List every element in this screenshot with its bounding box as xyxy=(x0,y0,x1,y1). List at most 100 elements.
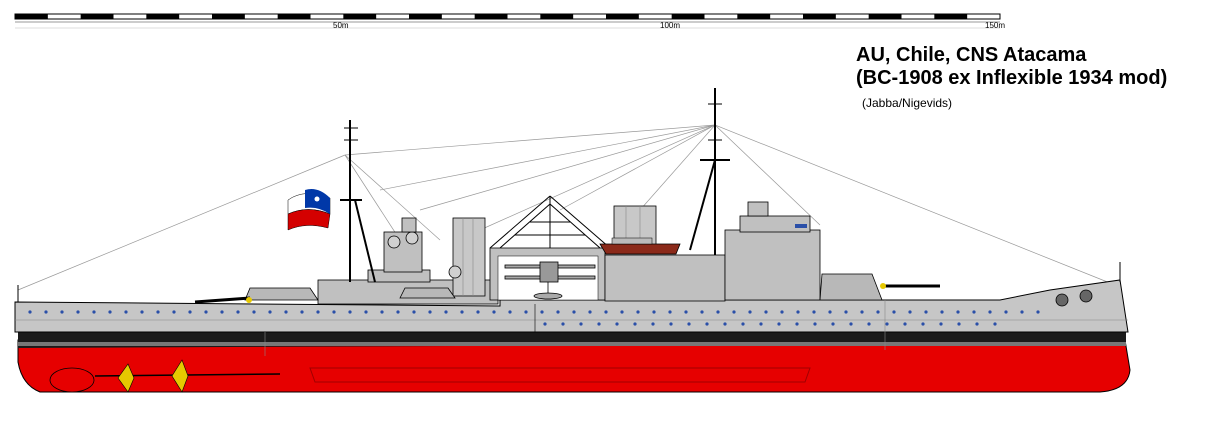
porthole xyxy=(759,322,763,326)
scale-segment xyxy=(212,14,245,19)
hull-lower-red xyxy=(17,339,1131,393)
porthole xyxy=(108,310,112,314)
scale-bar xyxy=(14,13,1001,29)
porthole xyxy=(597,322,601,326)
porthole xyxy=(705,322,709,326)
porthole xyxy=(849,322,853,326)
porthole xyxy=(204,310,208,314)
porthole xyxy=(684,310,688,314)
porthole xyxy=(908,310,912,314)
rigging-lines xyxy=(17,124,1116,291)
porthole xyxy=(669,322,673,326)
author-credit: (Jabba/Nigevids) xyxy=(862,96,953,110)
scale-label-50m: 50m xyxy=(333,21,349,30)
scale-segment xyxy=(540,14,574,19)
porthole xyxy=(28,310,32,314)
porthole xyxy=(975,322,979,326)
porthole xyxy=(1004,310,1008,314)
porthole xyxy=(844,310,848,314)
porthole xyxy=(476,310,480,314)
scale-segment xyxy=(146,14,180,19)
porthole xyxy=(796,310,800,314)
porthole xyxy=(867,322,871,326)
porthole xyxy=(988,310,992,314)
porthole xyxy=(723,322,727,326)
aft-superstructure xyxy=(724,229,821,301)
porthole xyxy=(924,310,928,314)
porthole xyxy=(300,310,304,314)
scale-label-100m: 100m xyxy=(660,21,681,30)
porthole xyxy=(572,310,576,314)
porthole xyxy=(652,310,656,314)
porthole xyxy=(777,322,781,326)
porthole xyxy=(831,322,835,326)
scale-segment xyxy=(474,14,508,19)
midships-deckhouse xyxy=(604,254,726,302)
scale-segment xyxy=(277,14,311,19)
porthole xyxy=(556,310,560,314)
scale-segment xyxy=(80,14,114,19)
porthole xyxy=(604,310,608,314)
porthole xyxy=(156,310,160,314)
porthole xyxy=(124,310,128,314)
chilean-flag xyxy=(287,189,331,231)
porthole xyxy=(956,310,960,314)
fore-funnel xyxy=(452,217,486,297)
porthole xyxy=(892,310,896,314)
porthole xyxy=(668,310,672,314)
seaplane xyxy=(504,261,596,300)
porthole xyxy=(620,310,624,314)
scale-label-150m: 150m xyxy=(985,21,1006,30)
porthole xyxy=(44,310,48,314)
porthole xyxy=(1036,310,1040,314)
porthole xyxy=(828,310,832,314)
porthole xyxy=(492,310,496,314)
scale-segment xyxy=(737,14,771,19)
porthole xyxy=(579,322,583,326)
porthole xyxy=(316,310,320,314)
title-line-2: (BC-1908 ex Inflexible 1934 mod) xyxy=(856,67,1168,89)
porthole xyxy=(348,310,352,314)
porthole xyxy=(780,310,784,314)
porthole xyxy=(561,322,565,326)
porthole xyxy=(284,310,288,314)
bilge-keel xyxy=(309,367,811,383)
porthole xyxy=(940,310,944,314)
porthole xyxy=(993,322,997,326)
porthole xyxy=(380,310,384,314)
porthole xyxy=(651,322,655,326)
porthole xyxy=(764,310,768,314)
scale-segment xyxy=(606,14,639,19)
porthole xyxy=(1020,310,1024,314)
aft-turret-x xyxy=(819,273,940,301)
porthole xyxy=(268,310,272,314)
scale-segment xyxy=(934,14,968,19)
porthole xyxy=(939,322,943,326)
forward-turret-a xyxy=(194,287,319,304)
porthole xyxy=(364,310,368,314)
porthole xyxy=(428,310,432,314)
porthole xyxy=(687,322,691,326)
porthole xyxy=(60,310,64,314)
scale-segment xyxy=(671,14,705,19)
propellers-and-rudder xyxy=(49,359,281,393)
porthole xyxy=(524,310,528,314)
porthole xyxy=(92,310,96,314)
porthole xyxy=(921,322,925,326)
anchors xyxy=(1055,289,1093,307)
porthole xyxy=(795,322,799,326)
scale-segment xyxy=(803,14,836,19)
porthole xyxy=(636,310,640,314)
porthole xyxy=(252,310,256,314)
porthole xyxy=(813,322,817,326)
scale-segment xyxy=(343,14,377,19)
porthole xyxy=(700,310,704,314)
porthole xyxy=(76,310,80,314)
foremast xyxy=(340,120,376,283)
scale-segment xyxy=(868,14,902,19)
porthole xyxy=(972,310,976,314)
title-line-1: AU, Chile, CNS Atacama xyxy=(856,44,1087,66)
porthole xyxy=(741,322,745,326)
